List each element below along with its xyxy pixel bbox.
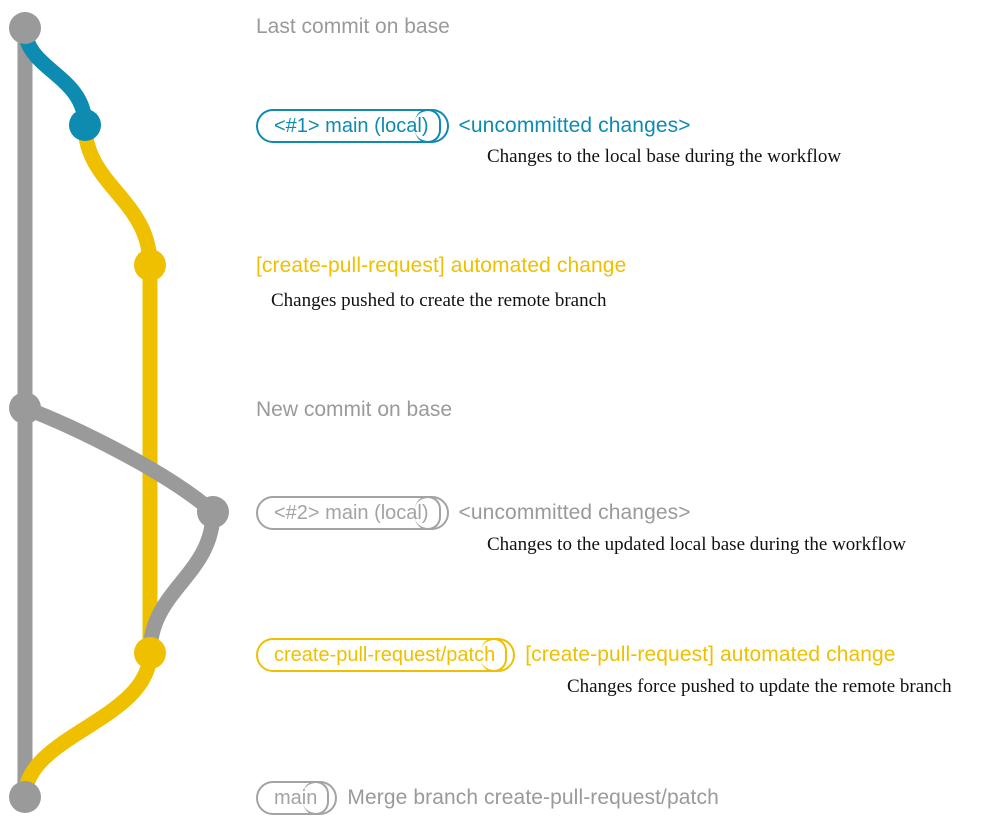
edge-base-to-local1 [17,20,93,133]
entry-local-uncommitted-2: <#2> main (local) <uncommitted changes> [256,496,691,530]
entry-merge-main: main Merge branch create-pull-request/pa… [256,781,719,815]
commit-node-base-merge [9,781,41,813]
edge-local2-to-patch2 [142,504,221,661]
commit-node-base-last [9,12,41,44]
subtext-patch-update: Changes force pushed to update the remot… [567,676,952,697]
subtext-patch-create: Changes pushed to create the remote bran… [271,290,607,311]
branch-badge-main-local-1[interactable]: <#1> main (local) [256,109,449,143]
label-new-commit-on-base: New commit on base [256,398,453,421]
branch-badge-main[interactable]: main [256,781,338,815]
entry-patch-update: create-pull-request/patch [create-pull-r… [256,638,896,672]
headline-uncommitted-changes-2: <uncommitted changes> [458,501,691,524]
entry-local-uncommitted-1: <#1> main (local) <uncommitted changes> [256,109,691,143]
headline-uncommitted-changes-1: <uncommitted changes> [458,114,691,137]
commit-node-patch-2 [134,637,166,669]
commit-node-local-2 [197,496,229,528]
subtext-local-uncommitted-2: Changes to the updated local base during… [487,534,906,555]
edge-basenew-to-local2 [17,400,221,520]
branch-badge-create-pull-request-patch[interactable]: create-pull-request/patch [256,638,516,672]
label-last-commit-on-base: Last commit on base [256,15,450,38]
headline-merge-branch: Merge branch create-pull-request/patch [347,786,719,809]
subtext-local-uncommitted-1: Changes to the local base during the wor… [487,146,842,167]
commit-node-patch-1 [134,249,166,281]
commit-node-local-1 [69,109,101,141]
commit-node-base-new [9,392,41,424]
branch-badge-main-local-2[interactable]: <#2> main (local) [256,496,449,530]
headline-automated-change-2: [create-pull-request] automated change [525,643,896,666]
edge-patch2-to-merge [17,645,158,805]
entry-patch-create: [create-pull-request] automated change [256,254,626,278]
headline-automated-change-1: [create-pull-request] automated change [256,254,627,277]
edge-local1-to-patch1 [77,117,158,273]
